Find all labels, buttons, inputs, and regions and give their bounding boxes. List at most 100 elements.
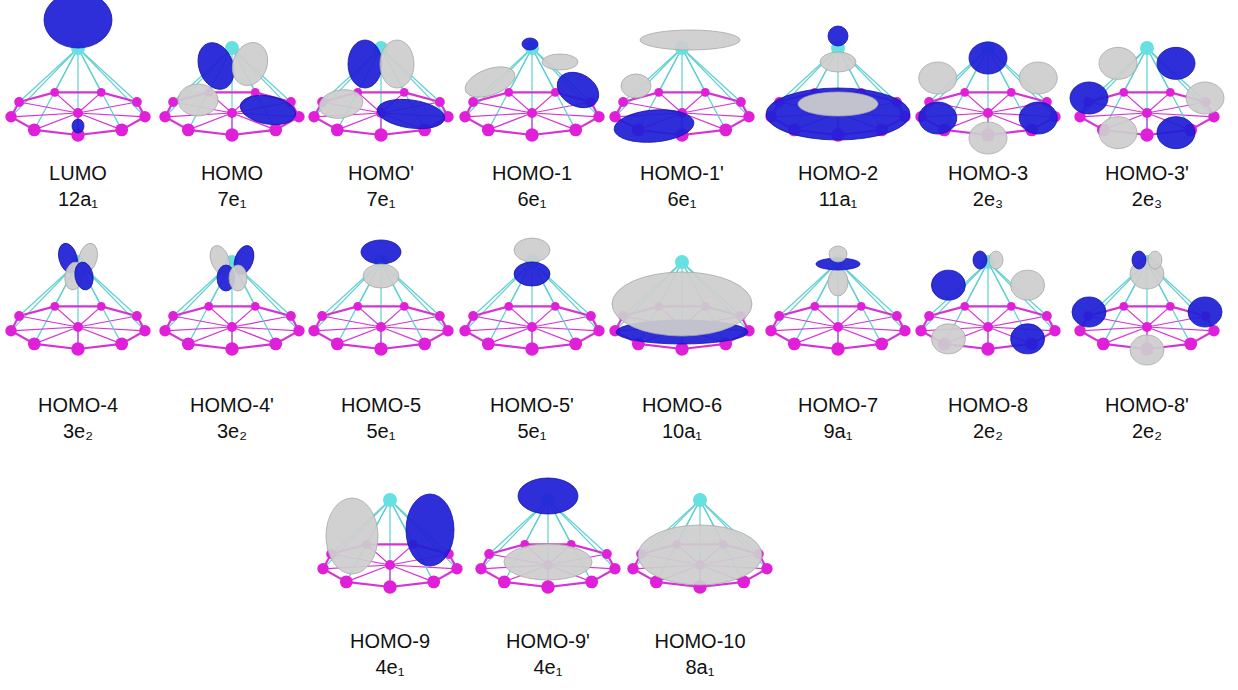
orbital-picture bbox=[5, 241, 150, 356]
boron-atom bbox=[73, 322, 83, 332]
boron-atom bbox=[551, 302, 560, 311]
ring-bond bbox=[19, 92, 55, 102]
orbital-picture bbox=[459, 238, 604, 356]
orbital-lobe bbox=[1070, 82, 1108, 114]
boron-atom bbox=[251, 302, 260, 311]
boron-atom bbox=[71, 342, 84, 355]
ring-bond bbox=[705, 92, 741, 102]
ring-spoke bbox=[19, 316, 78, 327]
ring-spoke bbox=[381, 327, 425, 344]
boron-atom bbox=[774, 311, 784, 321]
boron-atom bbox=[468, 97, 478, 107]
boron-atom bbox=[159, 111, 170, 122]
ring-bond bbox=[509, 91, 556, 93]
ring-spoke bbox=[322, 316, 381, 327]
metal-bond bbox=[34, 48, 78, 130]
orbital-lobe bbox=[969, 42, 1007, 74]
ring-spoke bbox=[779, 316, 838, 327]
boron-atom bbox=[602, 549, 612, 559]
orbital-lobe bbox=[73, 261, 96, 292]
orbital-label: LUMO12a₁ bbox=[49, 160, 107, 212]
orbital-picture bbox=[459, 38, 605, 142]
ring-bond bbox=[55, 305, 102, 307]
ring-bond bbox=[209, 305, 256, 307]
orbital-lobe bbox=[514, 262, 550, 286]
orbital-name: HOMO-7 bbox=[798, 392, 878, 418]
boron-atom bbox=[586, 311, 596, 321]
boron-atom bbox=[451, 563, 462, 574]
boron-atom bbox=[225, 128, 238, 141]
boron-atom bbox=[331, 337, 344, 350]
boron-atom bbox=[376, 322, 386, 332]
ring-bond bbox=[929, 306, 965, 316]
boron-atom bbox=[593, 325, 604, 336]
ring-bond bbox=[965, 305, 1012, 307]
boron-atom bbox=[317, 563, 328, 574]
orbital-lobe bbox=[522, 38, 538, 50]
orbital-label: HOMO-32e₃ bbox=[948, 160, 1028, 212]
metal-bond bbox=[682, 48, 749, 117]
orbital-lobe bbox=[638, 525, 762, 585]
orbital-lobe bbox=[461, 61, 519, 103]
boron-atom bbox=[1007, 88, 1016, 97]
boron-atom bbox=[736, 97, 746, 107]
boron-atom bbox=[97, 302, 106, 311]
boron-atom bbox=[504, 88, 513, 97]
orbital-picture bbox=[317, 493, 462, 594]
boron-atom bbox=[1042, 311, 1052, 321]
ring-bond bbox=[404, 306, 440, 316]
ring-spoke bbox=[473, 102, 532, 113]
orbital-name: LUMO bbox=[49, 160, 107, 186]
boron-atom bbox=[960, 88, 969, 97]
orbital-name: HOMO-3' bbox=[1105, 160, 1189, 186]
ring-spoke bbox=[465, 113, 532, 117]
metal-bond bbox=[929, 262, 988, 316]
orbital-name: HOMO-2 bbox=[798, 160, 878, 186]
orbital-label: HOMO7e₁ bbox=[201, 160, 263, 212]
boron-atom bbox=[627, 563, 638, 574]
boron-atom bbox=[269, 123, 282, 136]
ring-bond bbox=[173, 306, 209, 316]
boron-atom bbox=[286, 311, 296, 321]
orbital-picture bbox=[915, 41, 1060, 154]
boron-atom bbox=[915, 325, 926, 336]
boron-atom bbox=[293, 325, 304, 336]
boron-atom bbox=[308, 325, 319, 336]
boron-atom bbox=[654, 88, 663, 97]
ring-bond bbox=[358, 305, 405, 307]
orbital-picture bbox=[5, 0, 150, 142]
boron-atom bbox=[435, 97, 445, 107]
metal-bond bbox=[55, 48, 78, 92]
boron-atom bbox=[585, 575, 598, 588]
boron-atom bbox=[385, 560, 395, 570]
symmetry-label: 2e₂ bbox=[1105, 418, 1189, 444]
orbital-lobe bbox=[1011, 324, 1045, 354]
orbital-lobe bbox=[1072, 297, 1106, 327]
orbital-lobe bbox=[227, 38, 274, 91]
boron-atom bbox=[618, 97, 628, 107]
orbital-name: HOMO-5 bbox=[341, 392, 421, 418]
ring-bond bbox=[101, 92, 137, 102]
orbital-name: HOMO-3 bbox=[948, 160, 1028, 186]
boron-atom bbox=[569, 123, 582, 136]
orbital-label: HOMO-108a₁ bbox=[654, 628, 745, 680]
orbital-name: HOMO-1 bbox=[492, 160, 572, 186]
ring-bond bbox=[255, 306, 291, 316]
boron-atom bbox=[525, 342, 538, 355]
metal-bond bbox=[988, 262, 1047, 316]
boron-atom bbox=[400, 302, 409, 311]
orbital-lobe bbox=[361, 240, 401, 264]
metal-bond bbox=[78, 48, 145, 117]
orbital-label: HOMO-55e₁ bbox=[341, 392, 421, 444]
orbital-lobe bbox=[542, 54, 578, 70]
boron-atom bbox=[833, 322, 843, 332]
boron-atom bbox=[50, 302, 59, 311]
boron-atom bbox=[317, 311, 327, 321]
boron-atom bbox=[498, 575, 511, 588]
boron-atom bbox=[182, 337, 195, 350]
boron-atom bbox=[1140, 128, 1153, 141]
ring-spoke bbox=[165, 327, 232, 331]
orbital-lobe bbox=[820, 52, 856, 72]
boron-atom bbox=[204, 302, 213, 311]
boron-atom bbox=[168, 311, 178, 321]
